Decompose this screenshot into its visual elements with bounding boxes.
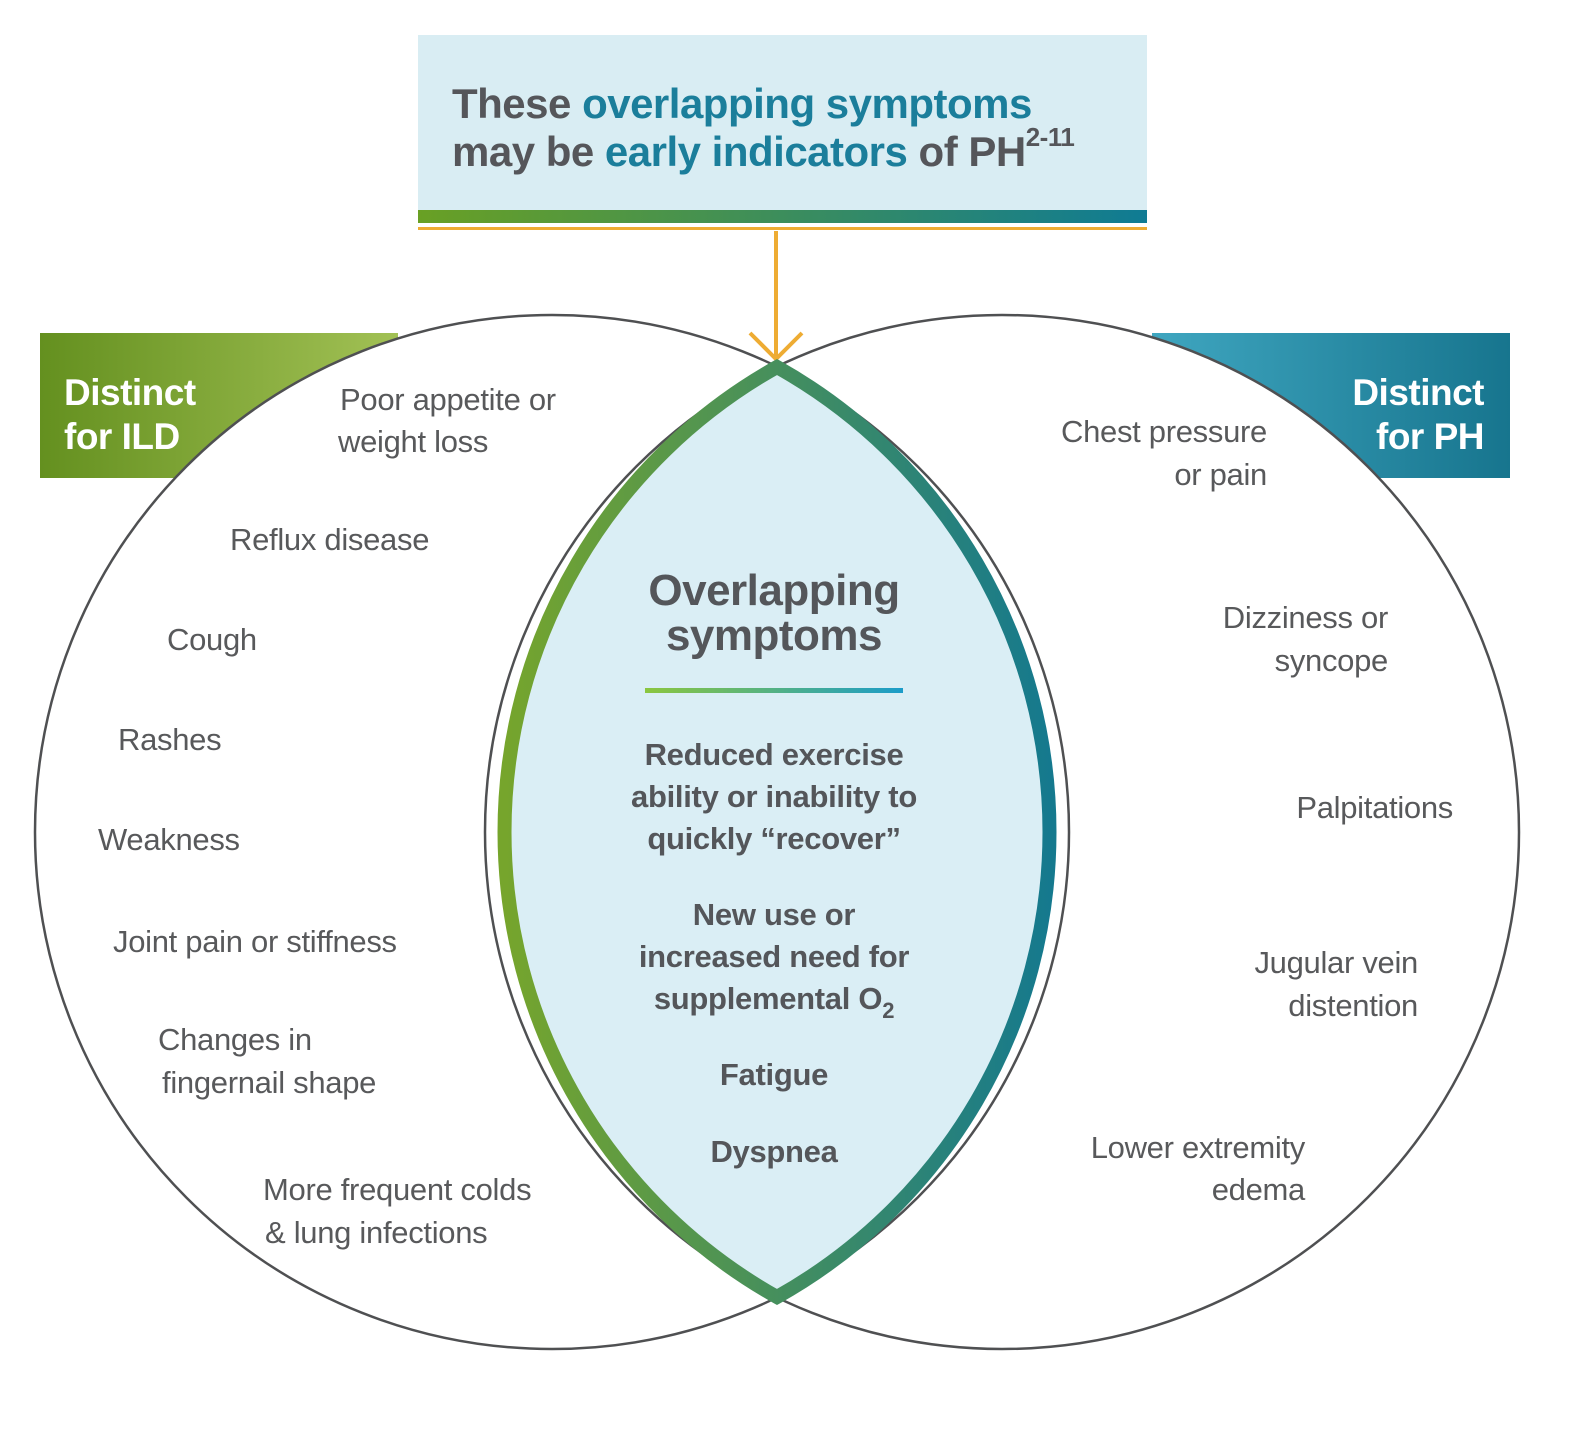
ild-symptom-poor-appetite-line2: weight loss	[337, 424, 488, 459]
overlap-title-line2: symptoms	[666, 611, 882, 660]
banner-title-line1: These overlapping symptoms	[452, 80, 1032, 127]
ph-symptom-dizziness-line1: Dizziness or	[1223, 600, 1388, 635]
overlap-item-oxygen-line1: New use or	[693, 897, 856, 932]
ph-symptom-chest-line2: or pain	[1174, 457, 1267, 492]
overlap-divider	[645, 688, 903, 693]
ild-symptom-reflux: Reflux disease	[230, 522, 429, 557]
ild-symptom-rashes: Rashes	[118, 722, 221, 757]
down-arrow-head	[748, 331, 804, 362]
overlap-lens	[497, 358, 1057, 1306]
ph-symptom-edema-line1: Lower extremity	[1091, 1130, 1306, 1165]
ild-symptom-cough: Cough	[167, 622, 257, 657]
header-banner: These overlapping symptoms may be early …	[418, 35, 1147, 230]
ph-symptom-dizziness-line2: syncope	[1275, 643, 1388, 678]
overlap-item-oxygen-line2: increased need for	[639, 939, 909, 974]
ph-symptom-chest-line1: Chest pressure	[1061, 414, 1267, 449]
banner-gold-line	[418, 227, 1147, 230]
ph-symptom-jugular-line1: Jugular vein	[1254, 945, 1418, 980]
ild-symptom-list: Poor appetite or weight loss Reflux dise…	[98, 382, 556, 1250]
overlap-title-line1: Overlapping	[648, 566, 899, 615]
ph-symptom-list: Chest pressure or pain Dizziness or sync…	[1061, 414, 1453, 1207]
overlap-item-dyspnea: Dyspnea	[710, 1134, 838, 1169]
overlap-item-oxygen-line3: supplemental O2	[654, 981, 894, 1023]
ild-symptom-colds-line2: & lung infections	[265, 1215, 487, 1250]
overlap-item-exercise-line3: quickly “recover”	[647, 821, 900, 856]
ild-circle-outline	[33, 313, 1071, 1351]
ph-symptom-jugular-line2: distention	[1288, 988, 1418, 1023]
banner-title-line2: may be early indicators of PH2-11	[452, 122, 1074, 175]
banner-gradient-bar	[418, 210, 1147, 223]
ild-symptom-joint-pain: Joint pain or stiffness	[113, 924, 397, 959]
ild-symptom-colds-line1: More frequent colds	[263, 1172, 531, 1207]
ph-symptom-palpitations: Palpitations	[1296, 790, 1453, 825]
ild-symptom-poor-appetite-line1: Poor appetite or	[340, 382, 556, 417]
down-arrow-icon	[748, 231, 804, 362]
ph-label-line1: Distinct	[1352, 372, 1484, 413]
ild-symptom-fingernail-line2: fingernail shape	[162, 1065, 376, 1100]
ild-label-line1: Distinct	[64, 372, 196, 413]
ph-symptom-edema-line2: edema	[1212, 1172, 1306, 1207]
overlap-content: Overlapping symptoms Reduced exercise ab…	[631, 566, 917, 1169]
overlap-item-exercise-line1: Reduced exercise	[645, 737, 904, 772]
ild-label-line2: for ILD	[64, 416, 180, 457]
ild-symptom-weakness: Weakness	[98, 822, 240, 857]
ph-label-line2: for PH	[1376, 416, 1484, 457]
banner-background	[418, 35, 1147, 210]
ph-circle-outline	[483, 313, 1521, 1351]
overlap-item-fatigue: Fatigue	[720, 1057, 828, 1092]
ild-symptom-fingernail-line1: Changes in	[158, 1022, 312, 1057]
overlap-item-exercise-line2: ability or inability to	[631, 779, 917, 814]
